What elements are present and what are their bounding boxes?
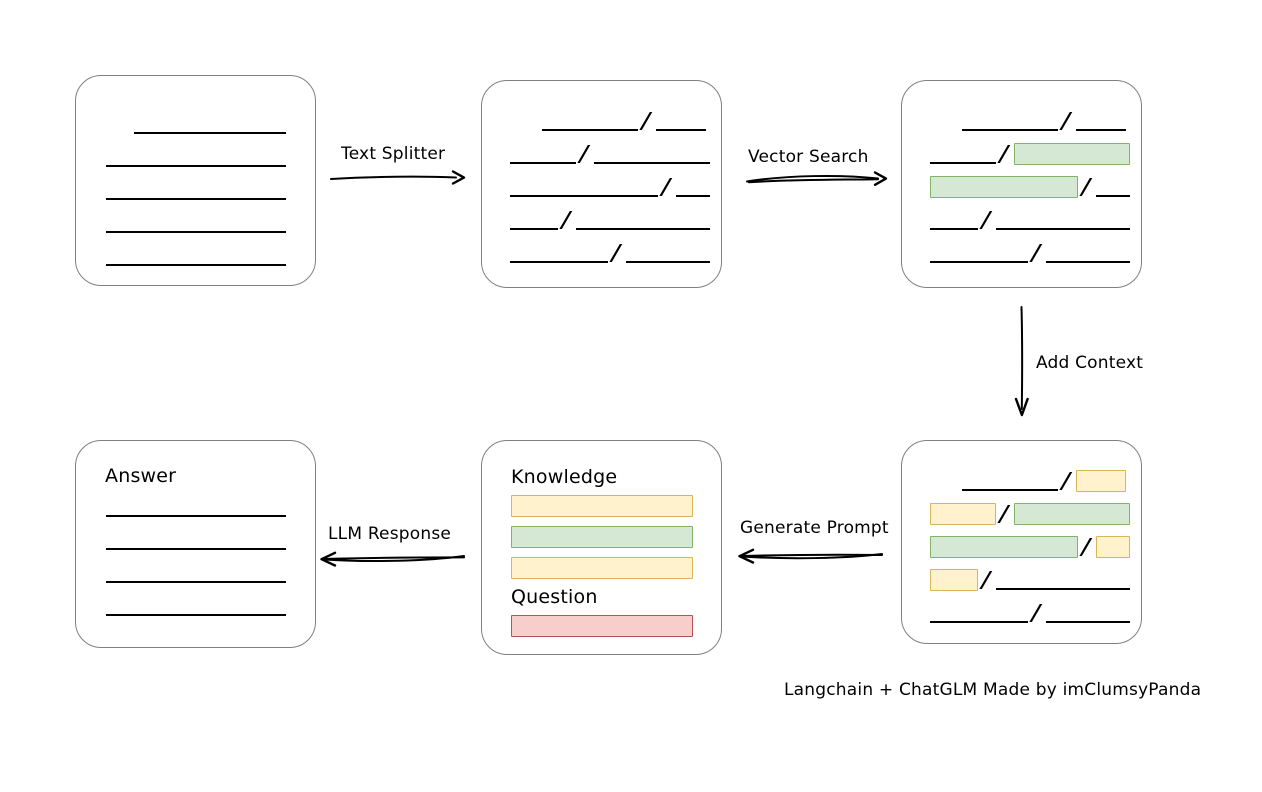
doc-line bbox=[1046, 261, 1130, 263]
context-chunks-box[interactable]: / / / / / bbox=[901, 440, 1142, 644]
chunk-separator-slash: / bbox=[1061, 109, 1071, 134]
question-chip-red bbox=[511, 615, 693, 637]
doc-line bbox=[1096, 195, 1130, 197]
doc-line bbox=[656, 129, 706, 131]
doc-line bbox=[106, 515, 286, 517]
source-document-box[interactable] bbox=[75, 75, 316, 286]
highlight-chip-green bbox=[1014, 143, 1130, 165]
doc-line bbox=[106, 548, 286, 550]
knowledge-chip-yellow bbox=[511, 557, 693, 579]
chunk-separator-slash: / bbox=[981, 568, 991, 593]
doc-line bbox=[542, 129, 638, 131]
doc-line bbox=[962, 489, 1058, 491]
doc-line bbox=[930, 621, 1028, 623]
highlight-chip-yellow bbox=[930, 569, 978, 591]
highlight-chip-yellow bbox=[930, 503, 996, 525]
doc-line bbox=[1046, 621, 1130, 623]
chunk-separator-slash: / bbox=[1061, 469, 1071, 494]
highlight-chip-green bbox=[930, 536, 1078, 558]
doc-line bbox=[510, 162, 576, 164]
chunk-separator-slash: / bbox=[579, 142, 589, 167]
answer-box[interactable]: Answer bbox=[75, 440, 316, 648]
doc-line bbox=[930, 228, 978, 230]
knowledge-chip-yellow bbox=[511, 495, 693, 517]
doc-line bbox=[106, 231, 286, 233]
arrow-add-context bbox=[1014, 306, 1029, 417]
knowledge-chip-green bbox=[511, 526, 693, 548]
doc-line bbox=[510, 261, 608, 263]
chunk-separator-slash: / bbox=[999, 142, 1009, 167]
footer-credit: Langchain + ChatGLM Made by imClumsyPand… bbox=[784, 680, 1202, 700]
matched-chunks-box[interactable]: / / / / / bbox=[901, 80, 1142, 288]
edge-label-add-context: Add Context bbox=[1036, 353, 1144, 373]
chunk-separator-slash: / bbox=[561, 208, 571, 233]
doc-line bbox=[996, 588, 1130, 590]
arrow-text-splitter bbox=[330, 170, 466, 185]
doc-line bbox=[510, 228, 558, 230]
chunk-separator-slash: / bbox=[611, 241, 621, 266]
chunk-separator-slash: / bbox=[999, 502, 1009, 527]
doc-line bbox=[930, 162, 996, 164]
doc-line bbox=[106, 581, 286, 583]
answer-heading: Answer bbox=[105, 465, 177, 487]
chunk-separator-slash: / bbox=[661, 175, 671, 200]
doc-line bbox=[134, 132, 286, 134]
prompt-knowledge-heading: Knowledge bbox=[511, 466, 618, 488]
prompt-question-heading: Question bbox=[511, 586, 598, 608]
arrow-generate-prompt bbox=[738, 548, 883, 564]
doc-line bbox=[576, 228, 710, 230]
edge-label-generate-prompt: Generate Prompt bbox=[740, 518, 889, 538]
doc-line bbox=[510, 195, 658, 197]
arrow-vector-search bbox=[746, 171, 888, 186]
highlight-chip-green bbox=[930, 176, 1078, 198]
chunk-separator-slash: / bbox=[981, 208, 991, 233]
prompt-box[interactable]: Knowledge Question bbox=[481, 440, 722, 655]
doc-line bbox=[106, 614, 286, 616]
split-chunks-box[interactable]: / / / / / bbox=[481, 80, 722, 288]
doc-line bbox=[626, 261, 710, 263]
doc-line bbox=[106, 264, 286, 266]
doc-line bbox=[930, 261, 1028, 263]
chunk-separator-slash: / bbox=[1081, 535, 1091, 560]
chunk-separator-slash: / bbox=[641, 109, 651, 134]
highlight-chip-yellow bbox=[1076, 470, 1126, 492]
edge-label-llm-response: LLM Response bbox=[328, 524, 452, 544]
edge-label-vector-search: Vector Search bbox=[748, 147, 869, 167]
doc-line bbox=[1076, 129, 1126, 131]
doc-line bbox=[106, 198, 286, 200]
doc-line bbox=[676, 195, 710, 197]
highlight-chip-yellow bbox=[1096, 536, 1130, 558]
doc-line bbox=[996, 228, 1130, 230]
chunk-separator-slash: / bbox=[1031, 241, 1041, 266]
edge-label-text-splitter: Text Splitter bbox=[341, 144, 446, 164]
doc-line bbox=[962, 129, 1058, 131]
arrow-llm-response bbox=[320, 551, 465, 567]
chunk-separator-slash: / bbox=[1081, 175, 1091, 200]
doc-line bbox=[106, 165, 286, 167]
doc-line bbox=[594, 162, 710, 164]
highlight-chip-green bbox=[1014, 503, 1130, 525]
chunk-separator-slash: / bbox=[1031, 601, 1041, 626]
